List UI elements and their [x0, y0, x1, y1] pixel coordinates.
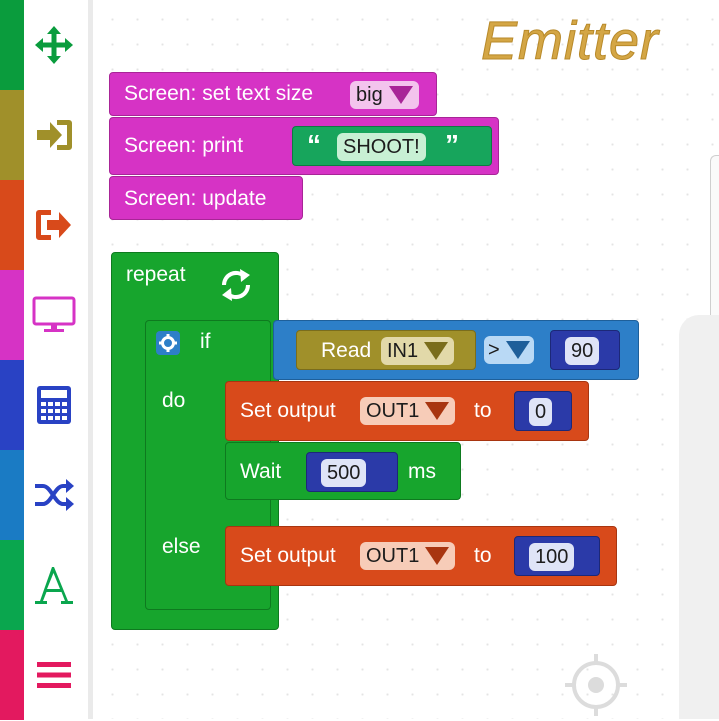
letter-a-icon — [24, 540, 84, 630]
else-label: else — [162, 535, 201, 558]
dropdown-value: > — [488, 339, 500, 361]
recenter-crosshair-icon[interactable] — [565, 654, 627, 721]
project-title: Emitter — [480, 11, 659, 72]
category-color-strip — [0, 450, 24, 540]
dropdown-arrow-icon — [425, 402, 450, 420]
block-label: Screen: update — [124, 187, 267, 210]
category-screen[interactable] — [0, 270, 90, 360]
number-input[interactable]: 500 — [321, 459, 367, 487]
category-text[interactable] — [0, 540, 90, 630]
category-color-strip — [0, 270, 24, 360]
number-value-block[interactable]: 0 — [514, 391, 572, 431]
category-color-strip — [0, 630, 24, 720]
monitor-icon — [24, 270, 84, 360]
read-input-block[interactable]: Read IN1 — [296, 330, 476, 370]
blocks-workspace[interactable]: Emitter Screen: set text size big Screen… — [93, 0, 719, 719]
dropdown-arrow-icon — [424, 342, 449, 360]
compare-condition-block[interactable]: Read IN1 > 90 — [273, 320, 639, 380]
number-value: 100 — [535, 546, 569, 568]
refresh-loop-icon — [216, 263, 256, 312]
hamburger-menu-icon — [24, 630, 84, 720]
input-dropdown[interactable]: IN1 — [381, 337, 455, 365]
text-input-field[interactable]: SHOOT! — [337, 133, 426, 161]
sign-in-icon — [24, 90, 84, 180]
set-output-block[interactable]: Set output OUT1 to 0 — [225, 381, 589, 441]
dropdown-arrow-icon — [505, 341, 530, 359]
dropdown-value: OUT1 — [366, 400, 420, 422]
do-label: do — [162, 389, 186, 412]
block-label: repeat — [126, 263, 186, 286]
open-quote-icon: “ — [307, 129, 321, 160]
output-dropdown[interactable]: OUT1 — [360, 397, 456, 425]
wait-block[interactable]: Wait 500 ms — [225, 442, 461, 500]
number-value: 90 — [571, 340, 594, 362]
sidebar-divider — [88, 0, 93, 719]
close-quote-icon: ” — [445, 129, 459, 160]
if-label: if — [200, 330, 211, 353]
block-label: Screen: set text size — [124, 82, 314, 105]
screen-print-block[interactable]: Screen: print “ SHOOT! ” — [109, 117, 499, 175]
category-input[interactable] — [0, 90, 90, 180]
category-color-strip — [0, 0, 24, 90]
number-input[interactable]: 90 — [565, 337, 600, 365]
block-label: Read — [321, 339, 372, 362]
category-sidebar — [0, 0, 93, 720]
screen-update-block[interactable]: Screen: update — [109, 176, 303, 220]
number-value-block[interactable]: 100 — [514, 536, 600, 576]
number-input[interactable]: 100 — [529, 543, 575, 571]
category-move[interactable] — [0, 0, 90, 90]
category-logic[interactable] — [0, 450, 90, 540]
category-output[interactable] — [0, 180, 90, 270]
category-math[interactable] — [0, 360, 90, 450]
unit-label: ms — [408, 460, 436, 483]
text-input-value: SHOOT! — [343, 136, 420, 158]
operator-dropdown[interactable]: > — [484, 336, 534, 364]
set-output-block[interactable]: Set output OUT1 to 100 — [225, 526, 617, 586]
number-value-block[interactable]: 500 — [306, 452, 398, 492]
to-label: to — [474, 399, 492, 422]
number-value: 0 — [535, 401, 547, 423]
number-input[interactable]: 0 — [529, 398, 553, 426]
to-label: to — [474, 544, 492, 567]
block-label: Set output — [240, 544, 336, 567]
dropdown-value: IN1 — [387, 340, 419, 362]
dropdown-value: big — [356, 84, 383, 106]
gear-icon[interactable] — [156, 331, 180, 355]
dropdown-value: OUT1 — [366, 545, 420, 567]
number-value-block[interactable]: 90 — [550, 330, 620, 370]
block-label: Screen: print — [124, 134, 244, 157]
dropdown-arrow-icon — [388, 86, 413, 104]
category-color-strip — [0, 90, 24, 180]
dropdown-arrow-icon — [425, 547, 450, 565]
category-color-strip — [0, 540, 24, 630]
category-color-strip — [0, 180, 24, 270]
category-menu[interactable] — [0, 630, 90, 720]
block-label: Wait — [240, 460, 282, 483]
text-size-dropdown[interactable]: big — [350, 81, 419, 109]
output-dropdown[interactable]: OUT1 — [360, 542, 456, 570]
workspace-scrollbar[interactable] — [679, 315, 719, 719]
calculator-icon — [24, 360, 84, 450]
block-label: Set output — [240, 399, 336, 422]
category-color-strip — [0, 360, 24, 450]
number-value: 500 — [327, 462, 361, 484]
shuffle-icon — [24, 450, 84, 540]
sign-out-icon — [24, 180, 84, 270]
screen-set-text-size-block[interactable]: Screen: set text size big — [109, 72, 437, 116]
move-arrows-icon — [24, 0, 84, 90]
text-value-block[interactable]: “ SHOOT! ” — [292, 126, 492, 166]
